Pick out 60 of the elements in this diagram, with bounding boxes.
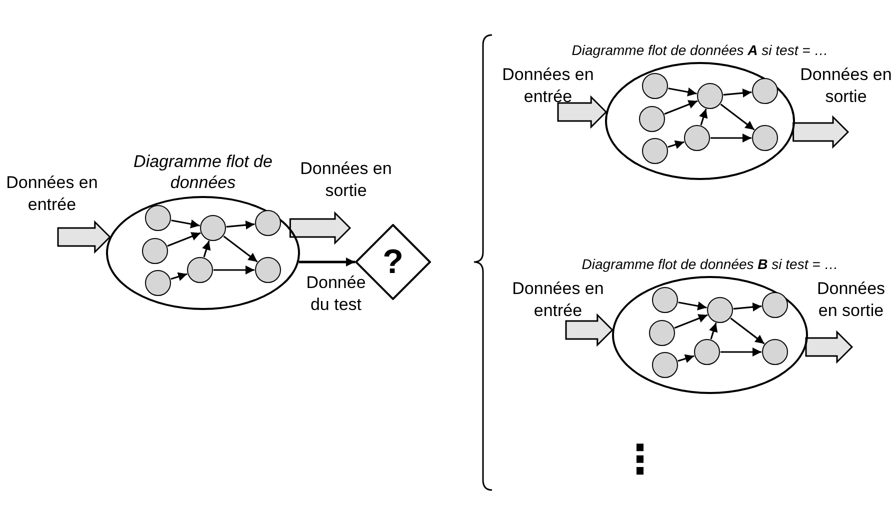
- arrow: [226, 220, 255, 230]
- arrow: [678, 354, 694, 363]
- arrow: [170, 272, 188, 281]
- process-circle: [642, 73, 668, 99]
- edge-label: Données en sortie: [300, 158, 392, 202]
- process-circle: [694, 339, 720, 365]
- process-circle: [145, 205, 171, 231]
- edge-label: Données en sortie: [799, 64, 893, 108]
- arrow: [709, 322, 718, 340]
- block-arrow: [805, 330, 854, 364]
- edge-label: Données en entrée: [5, 172, 99, 216]
- arrow: [678, 302, 707, 310]
- process-circle: [255, 210, 281, 236]
- block-arrow: [792, 115, 850, 149]
- arrow: [674, 314, 708, 329]
- process-circle: [652, 287, 678, 313]
- arrow: [664, 100, 698, 115]
- arrow: [171, 220, 200, 228]
- arrow: [699, 108, 708, 126]
- ellipsis-mark: ⋮: [620, 440, 660, 480]
- arrow: [668, 140, 684, 149]
- edge-label: Données en entrée: [501, 64, 595, 108]
- edge-label: Données en entrée: [511, 278, 605, 322]
- group-heading: Diagramme flot de données B si test = …: [582, 256, 838, 274]
- process-circle: [200, 215, 226, 241]
- process-circle: [697, 83, 723, 109]
- process-circle: [707, 297, 733, 323]
- group-heading: Diagramme flot de données: [133, 152, 273, 194]
- arrow: [668, 88, 697, 96]
- edge-label: Donnée du test: [305, 272, 367, 316]
- arrow: [723, 88, 752, 98]
- process-circle: [684, 125, 710, 151]
- arrow: [720, 348, 762, 356]
- process-circle: [652, 352, 678, 378]
- arrow: [730, 318, 765, 344]
- process-circle: [762, 339, 788, 365]
- arrow: [202, 240, 211, 258]
- block-arrow: [289, 211, 352, 245]
- arrow: [167, 232, 201, 247]
- process-circle: [142, 238, 168, 264]
- arrow: [720, 104, 755, 130]
- arrow: [298, 258, 355, 266]
- block-arrow: [557, 95, 608, 129]
- group-heading: Diagramme flot de données A si test = …: [572, 42, 828, 60]
- block-arrow: [57, 220, 111, 254]
- process-circle: [187, 257, 213, 283]
- process-circle: [752, 125, 778, 151]
- arrow: [223, 236, 258, 262]
- arrow: [214, 266, 254, 274]
- block-arrow: [565, 313, 614, 347]
- process-circle: [752, 78, 778, 104]
- arrow: [710, 134, 752, 142]
- edge-label: Données en sortie: [816, 278, 886, 322]
- process-circle: [255, 257, 281, 283]
- process-circle: [642, 138, 668, 164]
- arrow: [733, 302, 762, 312]
- process-circle: [649, 320, 675, 346]
- process-circle: [145, 270, 171, 296]
- process-circle: [762, 292, 788, 318]
- process-circle: [639, 106, 665, 132]
